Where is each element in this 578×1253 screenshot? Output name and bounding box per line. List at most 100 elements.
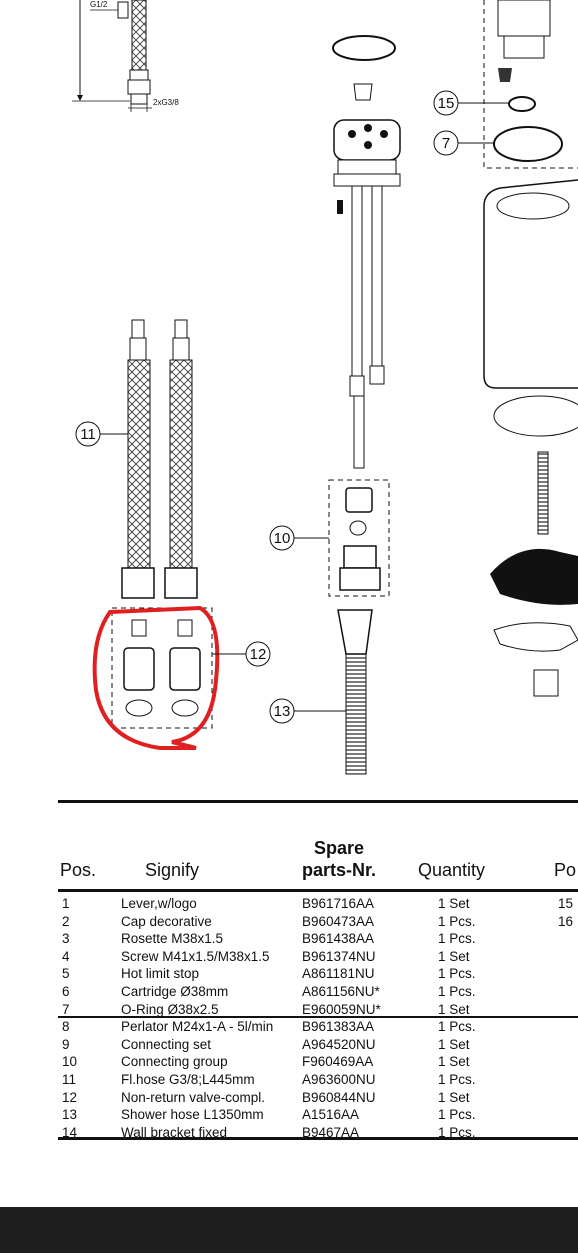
connecting-group [328,479,390,597]
cell-spare: A861156NU* [302,984,380,999]
dim-label-g38: 2xG3/8 [153,98,179,107]
cell-signify: Connecting group [121,1054,228,1070]
cell-spare: A861181NU [302,966,375,982]
header-spare-nr: parts-Nr. [302,860,377,880]
cell-pos: 11 [62,1072,77,1087]
cell-qty: 1 Pcs. [438,1124,476,1140]
cell-signify: Fl.hose G3/8;L445mm [121,1072,255,1087]
cell-qty: 1 Pcs. [438,1019,476,1035]
cell-signify: O-Ring Ø38x2.5 [121,1001,219,1017]
table-row: 5 Hot limit stop A861181NU 1 Pcs. [58,965,578,983]
cell-qty: 1 Set [438,1089,470,1105]
cell-spare: E960059NU* [302,1001,381,1017]
cell-spare: B961383AA [302,1019,375,1035]
cell-pos: 7 [62,1001,70,1017]
cell-pos: 4 [62,948,70,964]
table-top-rule [58,800,578,803]
cell-spare: B960473AA [302,913,375,929]
callout-13: 13 [269,698,346,724]
cell-spare: A1516AA [302,1107,360,1123]
cell-qty: 1 Set [438,948,470,964]
table-row: 12 Non-return valve-compl. B960844NU 1 Set [58,1089,578,1107]
header-signify: Signify [145,860,200,880]
cell-pos: 1 [62,896,70,911]
cell-pos: 5 [62,966,70,982]
bottom-bar [0,1207,578,1253]
cell-signify: Cap decorative [121,913,212,929]
non-return-valve-group [92,605,220,750]
svg-text:7: 7 [442,135,450,152]
cell-signify: Wall bracket fixed [121,1124,228,1140]
cell-qty: 1 Pcs. [438,931,476,947]
cell-pos: 8 [62,1019,70,1035]
cell-qty: 1 Pcs. [438,1107,476,1123]
callout-12: 12 [212,641,271,667]
cell-spare: A963600NU [302,1072,376,1087]
cell-spare: A964520NU [302,1036,376,1052]
svg-text:12: 12 [250,646,267,663]
svg-text:13: 13 [274,703,291,720]
cell-qty: 1 Set [438,1036,470,1052]
cell-spare: B960844NU [302,1089,376,1105]
header-pos-right: Po [554,860,577,880]
table-row: 8 Perlator M24x1-A - 5l/min B961383AA 1 Pcs… [58,1018,578,1036]
cell-signify: Cartridge Ø38mm [121,984,229,999]
table-row: 6 Cartridge Ø38mm A861156NU* 1 Pcs. [58,983,578,1001]
cell-pos-right: 15 [558,896,574,911]
cartridge-assembly [332,35,401,469]
header-quantity: Quantity [418,860,486,880]
table-bottom-rule [58,1137,578,1140]
shower-hose [337,609,373,775]
table-row: 11 Fl.hose G3/8;L445mm A963600NU 1 Pcs. [58,1071,578,1089]
cell-pos: 12 [62,1089,78,1105]
svg-text:10: 10 [274,530,291,547]
cell-pos-right: 16 [558,913,574,929]
cell-qty: 1 Set [438,1001,470,1017]
cell-signify: Screw M41x1.5/M38x1.5 [121,948,270,964]
flexible-hoses [121,319,198,599]
cell-spare: B961374NU [302,948,376,964]
callout-15: 15 [433,90,508,116]
callout-10: 10 [269,525,329,551]
cell-qty: 1 Pcs. [438,1072,476,1087]
cell-pos: 14 [62,1124,78,1140]
cell-signify: Connecting set [121,1036,212,1052]
cell-spare: B961438AA [302,931,375,947]
table-row: 4 Screw M41x1.5/M38x1.5 B961374NU 1 Set [58,948,578,966]
svg-text:15: 15 [438,95,455,112]
cell-qty: 1 Set [438,1054,470,1070]
cell-pos: 6 [62,984,70,999]
dim-label-g12: G1/2 [90,0,108,9]
svg-text:11: 11 [80,426,96,443]
cell-signify: Rosette M38x1.5 [121,931,224,947]
cell-signify: Lever,w/logo [121,896,197,911]
cell-signify: Shower hose L1350mm [121,1107,264,1123]
header-pos: Pos. [60,860,97,880]
cell-qty: 1 Pcs. [438,984,476,999]
cell-spare: B9467AA [302,1124,360,1140]
cell-qty: 1 Set [438,896,470,911]
right-side-parts [483,0,578,697]
dimension-drawing: G1/2 2xG3/8 [72,0,179,112]
cell-signify: Perlator M24x1-A - 5l/min [121,1019,274,1035]
cell-spare: B961716AA [302,896,375,911]
table-row: 14 Wall bracket fixed B9467AA 1 Pcs. [58,1124,578,1142]
header-spare: Spare [314,838,365,858]
table-row: 10 Connecting group F960469AA 1 Set [58,1053,578,1071]
exploded-parts-diagram: G1/2 2xG3/8 [72,0,578,775]
callout-7: 7 [433,130,494,156]
cell-pos: 10 [62,1054,78,1070]
cell-qty: 1 Pcs. [438,966,476,982]
cell-qty: 1 Pcs. [438,913,476,929]
callout-11: 11 [75,421,128,447]
table-row: 7 O-Ring Ø38x2.5 E960059NU* 1 Set [58,1001,578,1019]
red-annotation-circle [92,605,220,750]
header-rule [58,889,578,892]
table-row: 1 Lever,w/logo B961716AA 1 Set 15 [58,895,578,913]
cell-spare: F960469AA [302,1054,374,1070]
cell-signify: Hot limit stop [121,966,200,982]
cell-signify: Non-return valve-compl. [121,1089,266,1105]
